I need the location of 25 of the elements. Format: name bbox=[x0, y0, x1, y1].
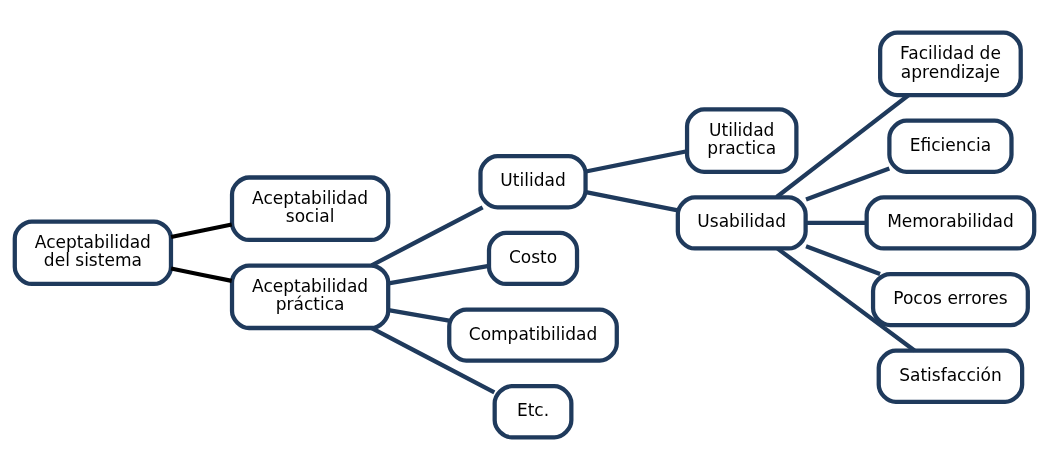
node-box: Etc. bbox=[492, 384, 574, 440]
node-box: Compatibilidad bbox=[447, 307, 619, 363]
node-box: Aceptabilidad social bbox=[229, 175, 391, 243]
node-box: Aceptabilidad del sistema bbox=[12, 219, 174, 287]
node-box: Utilidad bbox=[478, 154, 588, 210]
connector bbox=[585, 149, 688, 174]
node-box: Aceptabilidad práctica bbox=[229, 263, 391, 331]
node-box: Pocos errores bbox=[870, 271, 1030, 328]
node-box: Usabilidad bbox=[675, 195, 808, 251]
connector bbox=[805, 166, 891, 202]
node-box: Eficiencia bbox=[887, 118, 1014, 174]
connector bbox=[170, 266, 233, 284]
node-box: Utilidad practica bbox=[684, 107, 799, 174]
node-box: Costo bbox=[486, 230, 580, 287]
connector bbox=[805, 244, 881, 276]
connector bbox=[806, 220, 867, 226]
node-box: Satisfacción bbox=[876, 348, 1025, 404]
connector bbox=[170, 222, 233, 240]
connector bbox=[388, 308, 450, 323]
node-box: Memorabilidad bbox=[864, 195, 1037, 251]
connector bbox=[388, 263, 490, 286]
node-box: Facilidad de aprendizaje bbox=[878, 30, 1023, 98]
connector bbox=[585, 189, 679, 213]
connector bbox=[370, 205, 484, 268]
connector bbox=[370, 326, 496, 395]
